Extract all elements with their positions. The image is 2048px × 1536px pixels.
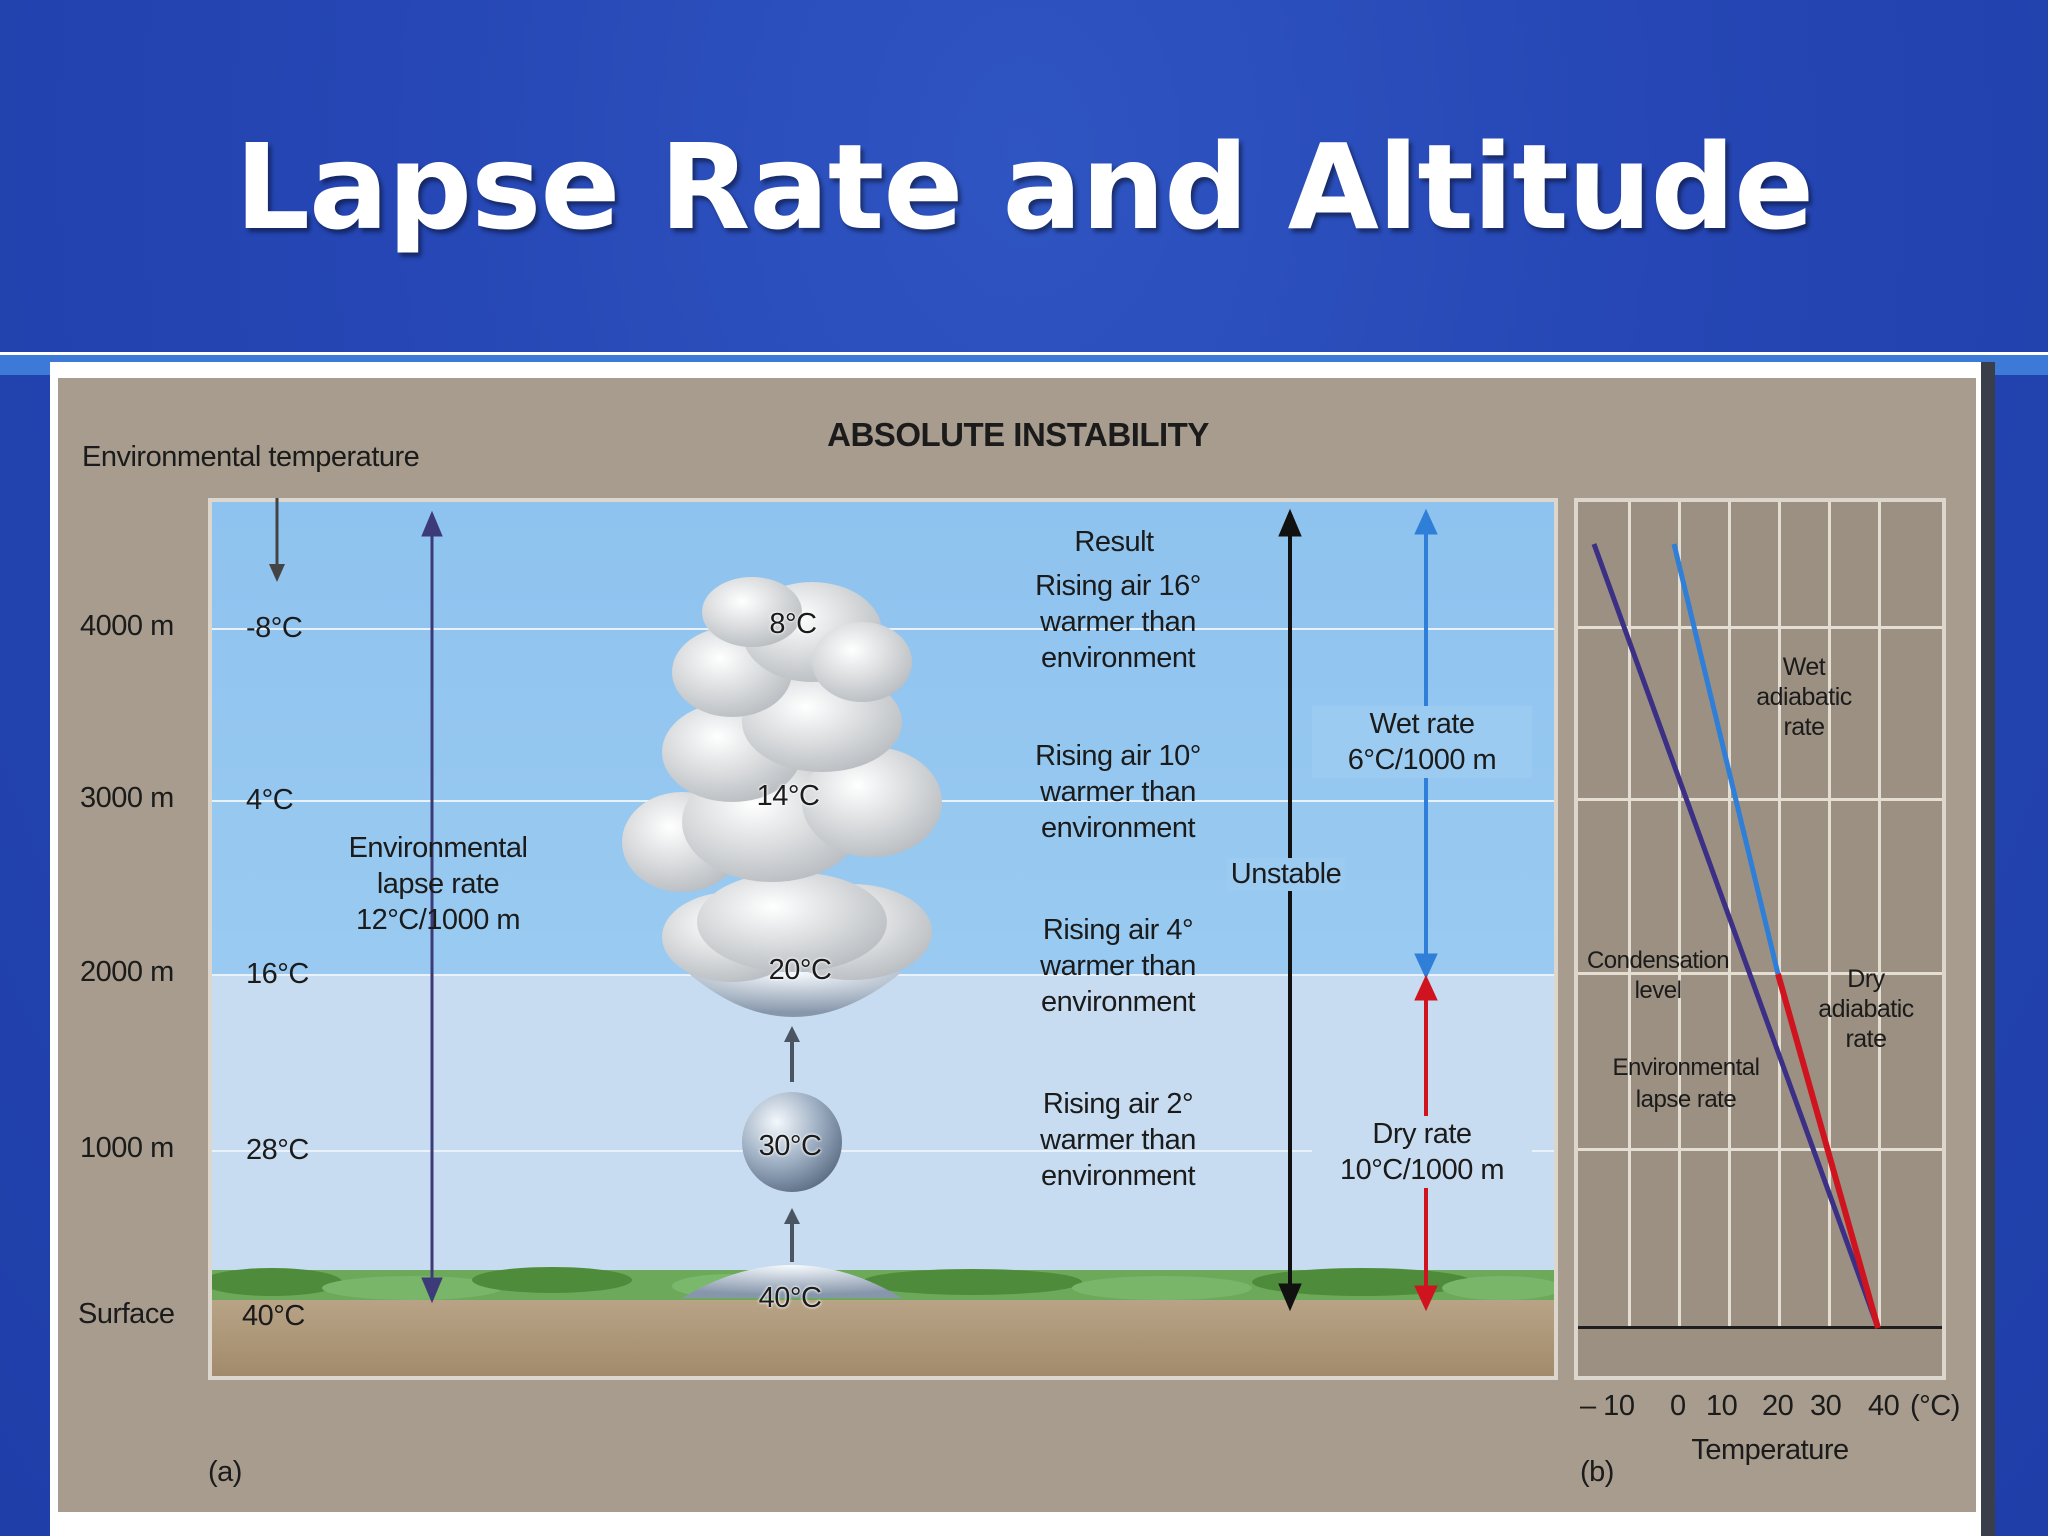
env-temp-3000: 4°C: [246, 784, 294, 816]
panel-a-label: (a): [208, 1456, 242, 1488]
panel-b-label: (b): [1580, 1456, 1614, 1488]
altitude-2000: 2000 m: [80, 956, 174, 988]
altitude-surface: Surface: [78, 1298, 175, 1330]
env-temp-4000: -8°C: [246, 612, 303, 644]
grid-line: [1578, 1148, 1942, 1151]
env-temp-surface: 40°C: [242, 1300, 305, 1332]
env-temp-2000: 16°C: [246, 958, 309, 990]
x-tick-0: 0: [1670, 1390, 1686, 1422]
parcel-temp-surface: 40°C: [758, 1282, 822, 1314]
parcel-temp-4000: 8°C: [769, 608, 817, 640]
env-temperature-label: Environmental temperature: [82, 441, 420, 473]
grid-line: [1828, 502, 1831, 1328]
x-axis-label: Temperature: [1691, 1434, 1849, 1466]
panel-a-graphics: [212, 508, 1554, 1312]
cumulus-cloud: [622, 577, 942, 982]
rise-arrow-lower-head: [784, 1208, 800, 1224]
dry-adiabatic-line: [1775, 973, 1881, 1329]
rise-arrow-upper-head: [784, 1026, 800, 1042]
unstable-arrow: [1278, 508, 1302, 1312]
altitude-1000: 1000 m: [80, 1132, 174, 1164]
altitude-line-1000: [212, 1150, 1554, 1152]
grid-line: [1578, 798, 1942, 801]
ground-surface: [212, 1298, 1554, 1376]
grid-line: [1878, 502, 1881, 1328]
grid-line: [1578, 972, 1942, 975]
env-lapse-rate-label: Environmental lapse rate 12°C/1000 m: [348, 832, 528, 936]
env-lapse-line: [1591, 543, 1881, 1329]
grid-line: [1678, 502, 1681, 1328]
altitude-4000: 4000 m: [80, 610, 174, 642]
wet-adiabatic-line: [1671, 543, 1781, 975]
surface-air-mound: [682, 1265, 902, 1298]
cloud-base-dome: [687, 972, 902, 1017]
env-temp-down-arrow: [269, 498, 285, 582]
grid-line: [1628, 502, 1631, 1328]
lapse-lines: [1591, 543, 1881, 1329]
panel-a: [208, 498, 1558, 1380]
graph-baseline: [1578, 1326, 1942, 1329]
unstable-label: Unstable: [1226, 858, 1346, 891]
panel-b-graph: [1574, 498, 1946, 1380]
diagram-heading: ABSOLUTE INSTABILITY: [827, 416, 1209, 453]
x-tick-10: 10: [1706, 1390, 1738, 1422]
grid-line: [1778, 502, 1781, 1328]
x-tick-neg10: – 10: [1580, 1390, 1635, 1422]
x-tick-40: 40: [1868, 1390, 1900, 1422]
altitude-3000: 3000 m: [80, 782, 174, 814]
parcel-temp-2000: 20°C: [768, 954, 832, 986]
title-divider: [0, 352, 2048, 355]
parcel-temp-3000: 14°C: [756, 780, 820, 812]
env-lapse-arrow: [421, 510, 443, 1304]
x-tick-30: 30: [1810, 1390, 1842, 1422]
env-temp-1000: 28°C: [246, 1134, 309, 1166]
x-tick-20: 20: [1762, 1390, 1794, 1422]
air-parcel-ball: [742, 1092, 842, 1192]
slide-title: Lapse Rate and Altitude: [234, 118, 1814, 256]
x-unit: (°C): [1910, 1390, 1960, 1422]
result-heading: Result: [1074, 526, 1154, 558]
grid-line: [1578, 626, 1942, 629]
parcel-temp-1000: 30°C: [758, 1130, 822, 1162]
